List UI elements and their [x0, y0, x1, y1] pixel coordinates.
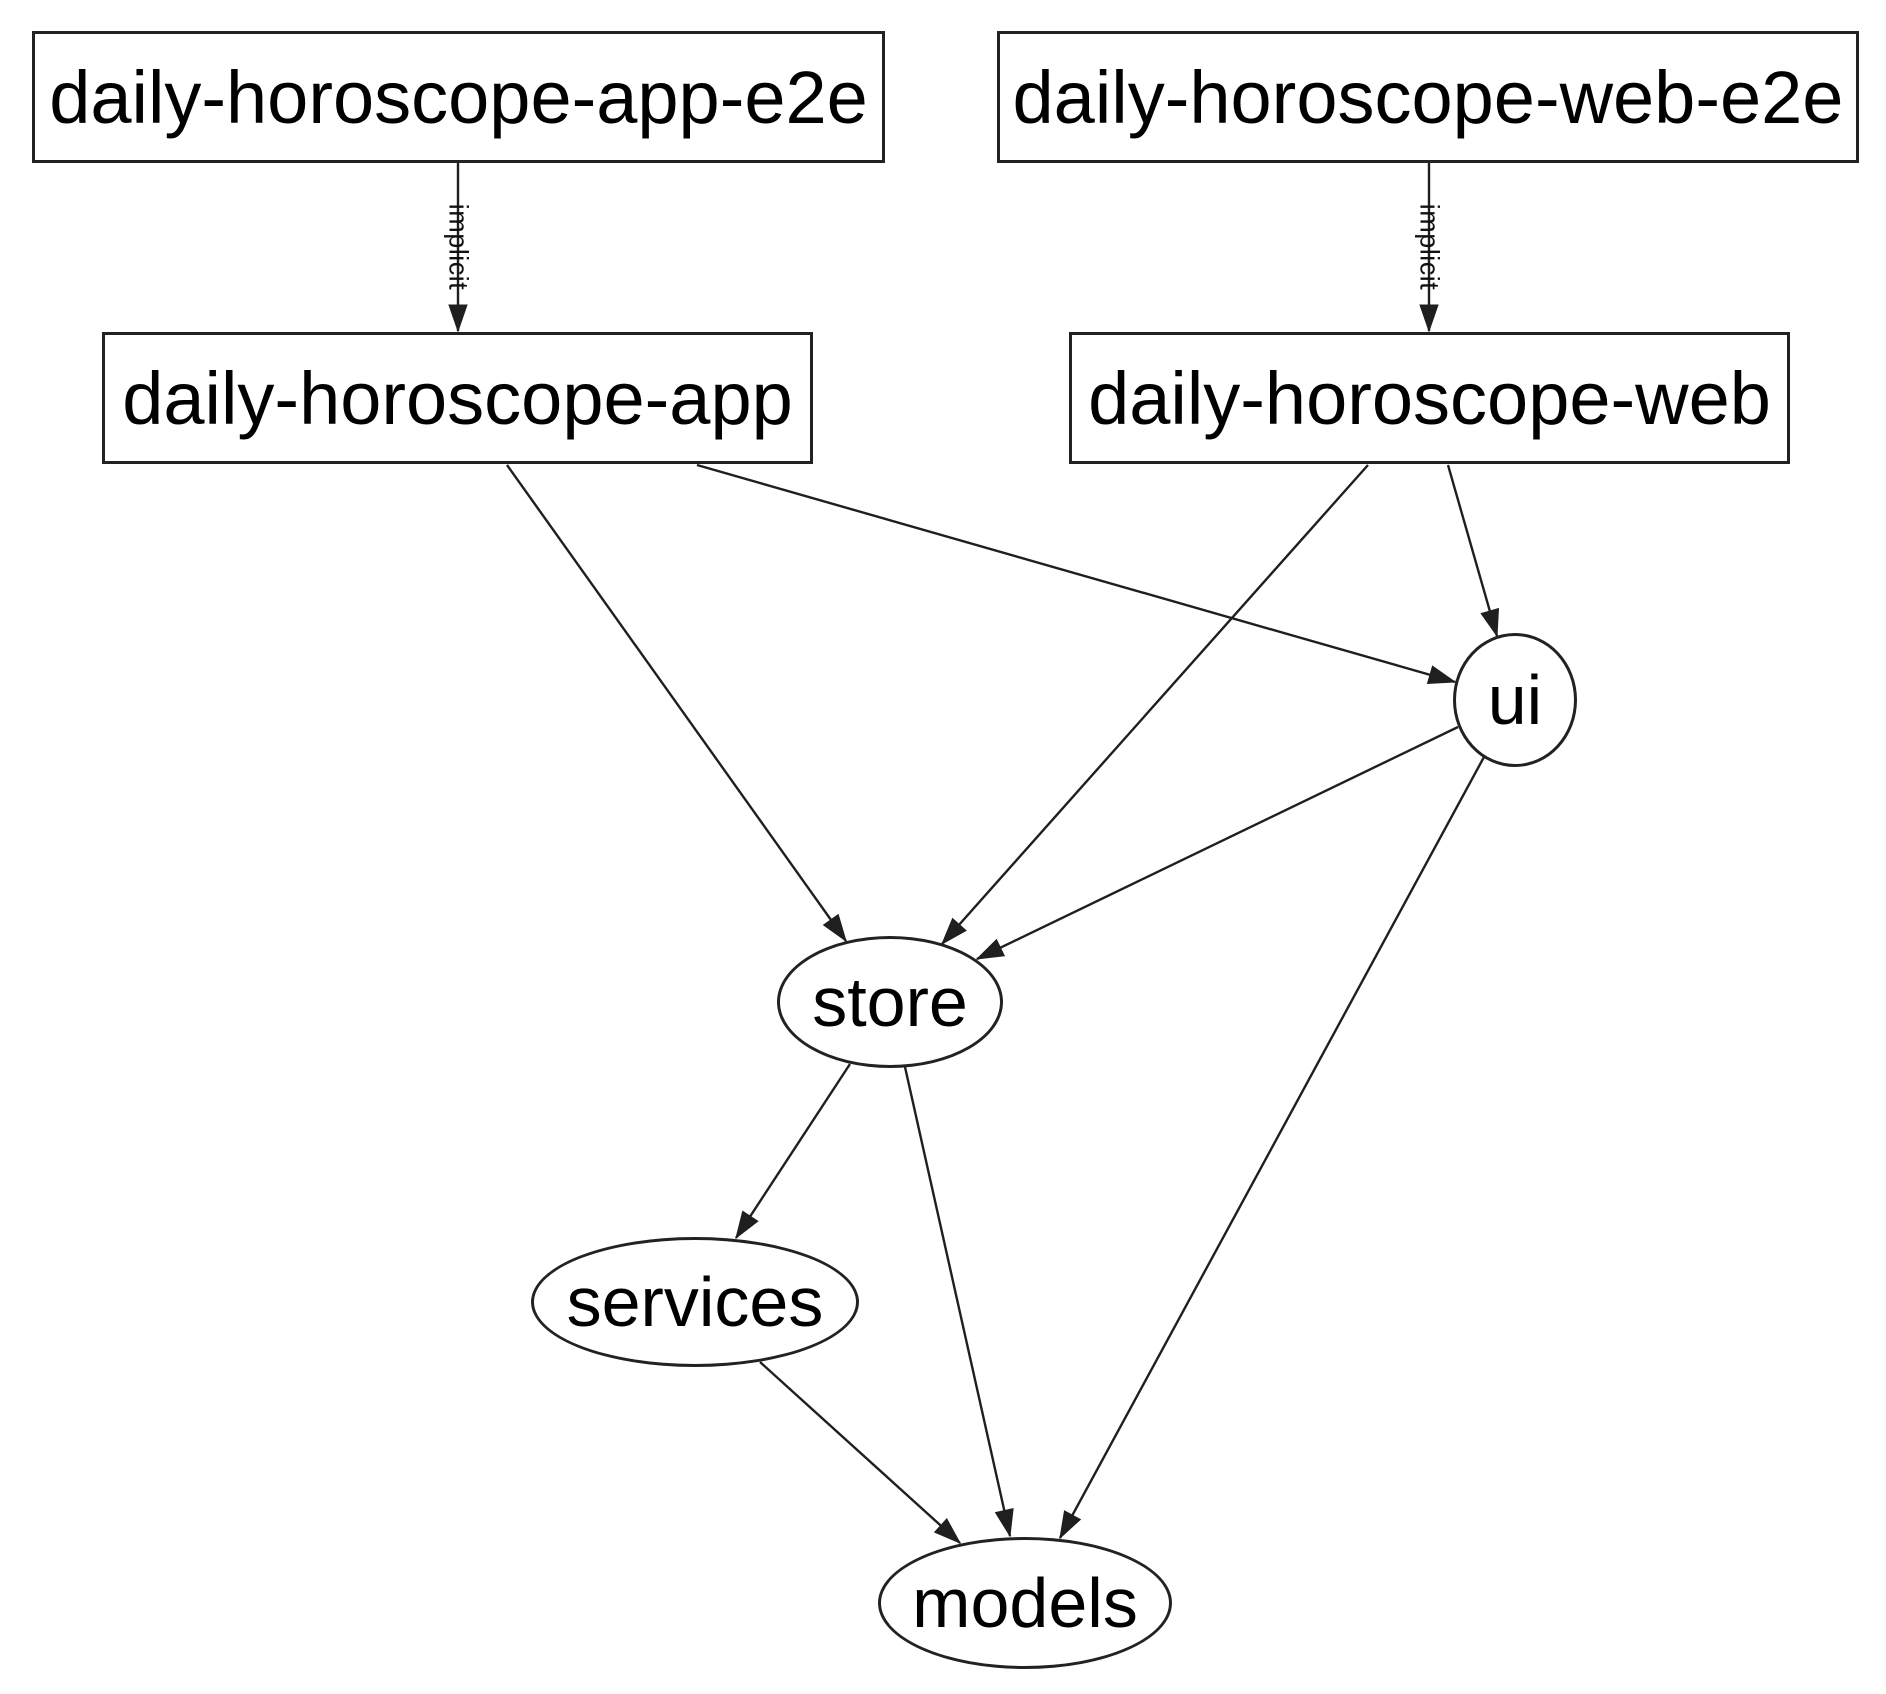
node-daily-horoscope-app-e2e[interactable]: daily-horoscope-app-e2e [32, 31, 885, 163]
edge-app-to-ui [696, 463, 1455, 682]
edge-ui-to-store [977, 725, 1459, 961]
edge-label-implicit-web: implicit [1414, 203, 1445, 291]
edge-app-to-store [506, 464, 847, 941]
node-ui[interactable]: ui [1453, 633, 1577, 767]
node-daily-horoscope-web[interactable]: daily-horoscope-web [1069, 332, 1790, 464]
edge-label-implicit-app: implicit [443, 203, 474, 291]
edge-services-to-models [759, 1361, 960, 1543]
edge-store-to-services [734, 1063, 852, 1238]
edge-store-to-models [903, 1066, 1010, 1536]
node-label: daily-horoscope-web-e2e [1012, 55, 1844, 139]
node-label: ui [1487, 661, 1543, 739]
node-label: daily-horoscope-app-e2e [49, 55, 868, 139]
node-label: services [566, 1263, 824, 1341]
node-daily-horoscope-app[interactable]: daily-horoscope-app [102, 332, 813, 464]
node-store[interactable]: store [777, 936, 1003, 1068]
node-label: daily-horoscope-web [1088, 356, 1771, 440]
node-daily-horoscope-web-e2e[interactable]: daily-horoscope-web-e2e [997, 31, 1859, 163]
node-services[interactable]: services [531, 1237, 859, 1367]
edge-web-to-store [942, 464, 1369, 944]
node-models[interactable]: models [878, 1537, 1172, 1669]
edge-ui-to-models [1058, 756, 1486, 1538]
node-label: store [812, 963, 968, 1041]
node-label: models [912, 1564, 1138, 1642]
edge-web-to-ui [1446, 464, 1497, 636]
node-label: daily-horoscope-app [122, 356, 793, 440]
